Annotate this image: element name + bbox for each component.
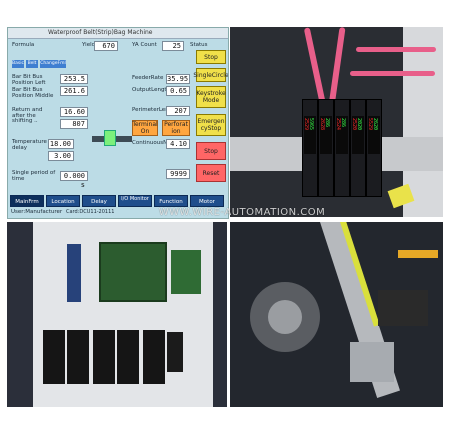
yield-label: Yield (82, 42, 96, 48)
controller-board (99, 242, 167, 302)
keystroke-mode-button[interactable]: Keystroke Mode (196, 86, 226, 108)
status-label: Status (190, 42, 208, 48)
param-value[interactable]: 35.95 (166, 74, 190, 84)
tab-belt[interactable]: Belt (26, 60, 38, 68)
pink-fiber-cable (328, 27, 346, 108)
nav-function[interactable]: Function (154, 195, 188, 207)
hmi-title: Waterproof Belt(Strip)Bag Machine (48, 29, 153, 36)
orange-bracket (398, 250, 438, 258)
param-value[interactable]: 3.00 (48, 151, 74, 161)
param-label: Return and after the shifting .. (12, 107, 43, 124)
stop-button[interactable]: Stop (196, 142, 226, 160)
fiber-amplifier: 2628 286 (318, 99, 334, 197)
servo-driver (67, 330, 89, 384)
param-label: Single period of time (12, 170, 56, 182)
fiber-amplifier: 5529 2620 (366, 99, 382, 197)
servo-driver (117, 330, 139, 384)
hmi-screen-panel: Waterproof Belt(Strip)Bag Machine Formul… (7, 27, 229, 219)
clamp-block (378, 290, 428, 326)
param-label: Bar Bit Bus Position Middle (12, 87, 54, 99)
emergency-stop-button[interactable]: Emergen cyStop (196, 114, 226, 136)
hmi-title-bar: Waterproof Belt(Strip)Bag Machine (8, 28, 228, 39)
nav-location[interactable]: Location (46, 195, 80, 207)
param-value[interactable]: 261.6 (60, 86, 88, 96)
relay-module (167, 332, 183, 372)
pink-fiber-cable (356, 47, 436, 52)
param-value[interactable]: 4.10 (166, 139, 190, 149)
pink-fiber-cable (350, 71, 435, 76)
pulley-hub (268, 300, 302, 334)
terminal-block (67, 244, 81, 302)
io-board (171, 250, 201, 294)
param-value[interactable]: 0.000 s (60, 171, 88, 189)
tab-changefml[interactable]: ChangeFml (40, 60, 66, 68)
param-value[interactable]: 207 (166, 106, 190, 116)
stop-button[interactable]: Stop (196, 50, 226, 64)
belt-mechanism-photo (230, 222, 443, 407)
terminal-on-button[interactable]: Terminal On (132, 120, 158, 136)
hmi-footer-card: Card:DCU11-20111 (66, 209, 115, 215)
param-value[interactable]: 0.65 (166, 86, 190, 96)
cabinet-wall (403, 27, 443, 217)
watermark: WWW.WIRE-AUTOMATION.COM (158, 207, 326, 218)
param-value[interactable]: 807 (60, 119, 88, 129)
param-label: Bar Bit Bus Position Left (12, 74, 46, 86)
nav-io-monitor[interactable]: I/O Monitor (118, 195, 152, 207)
param-label: Temperature delay (12, 139, 47, 151)
pink-fiber-cable (303, 27, 327, 107)
reset-button[interactable]: Reset (196, 164, 226, 182)
hmi-footer: User:Manufacturer (11, 209, 63, 215)
fiber-amplifier: 2520 2020 (350, 99, 366, 197)
ya-count-value[interactable]: 25 (162, 41, 184, 51)
belt-cutter-icon (104, 130, 116, 146)
control-cabinet-photo (7, 222, 227, 407)
servo-driver (93, 330, 115, 384)
fiber-amplifier: 2529 5965 (302, 99, 318, 197)
nav-motor[interactable]: Motor (190, 195, 224, 207)
perforation-button[interactable]: Perforat ion (162, 120, 190, 136)
yield-value[interactable]: 670 (94, 41, 118, 51)
param-value[interactable]: 16.60 (60, 107, 88, 117)
servo-driver (43, 330, 65, 384)
fiber-amplifier: 2524 286 (334, 99, 350, 197)
param-value[interactable]: 253.5 (60, 74, 88, 84)
tab-basic[interactable]: Basic (12, 60, 24, 68)
param-label: FeederRate (132, 75, 164, 81)
servo-driver (143, 330, 165, 384)
nav-delay[interactable]: Delay (82, 195, 116, 207)
cutter-head (350, 342, 394, 382)
formula-label: Formula (12, 42, 35, 48)
param-label: ContinuousN (132, 140, 168, 146)
fiber-amplifier-photo: 2529 5965 2628 286 2524 286 2520 2020 55… (230, 27, 443, 217)
single-circle-button[interactable]: SingleCircle (193, 68, 228, 82)
param-label: OutputLength (132, 87, 171, 93)
param-value[interactable]: 18.00 (48, 139, 74, 149)
param-label: PerimeterLength (132, 107, 178, 113)
param-value[interactable]: 9999 (166, 169, 190, 179)
nav-mainfrm[interactable]: MainFrm (10, 195, 44, 207)
ya-count-label: YA Count (132, 42, 157, 48)
